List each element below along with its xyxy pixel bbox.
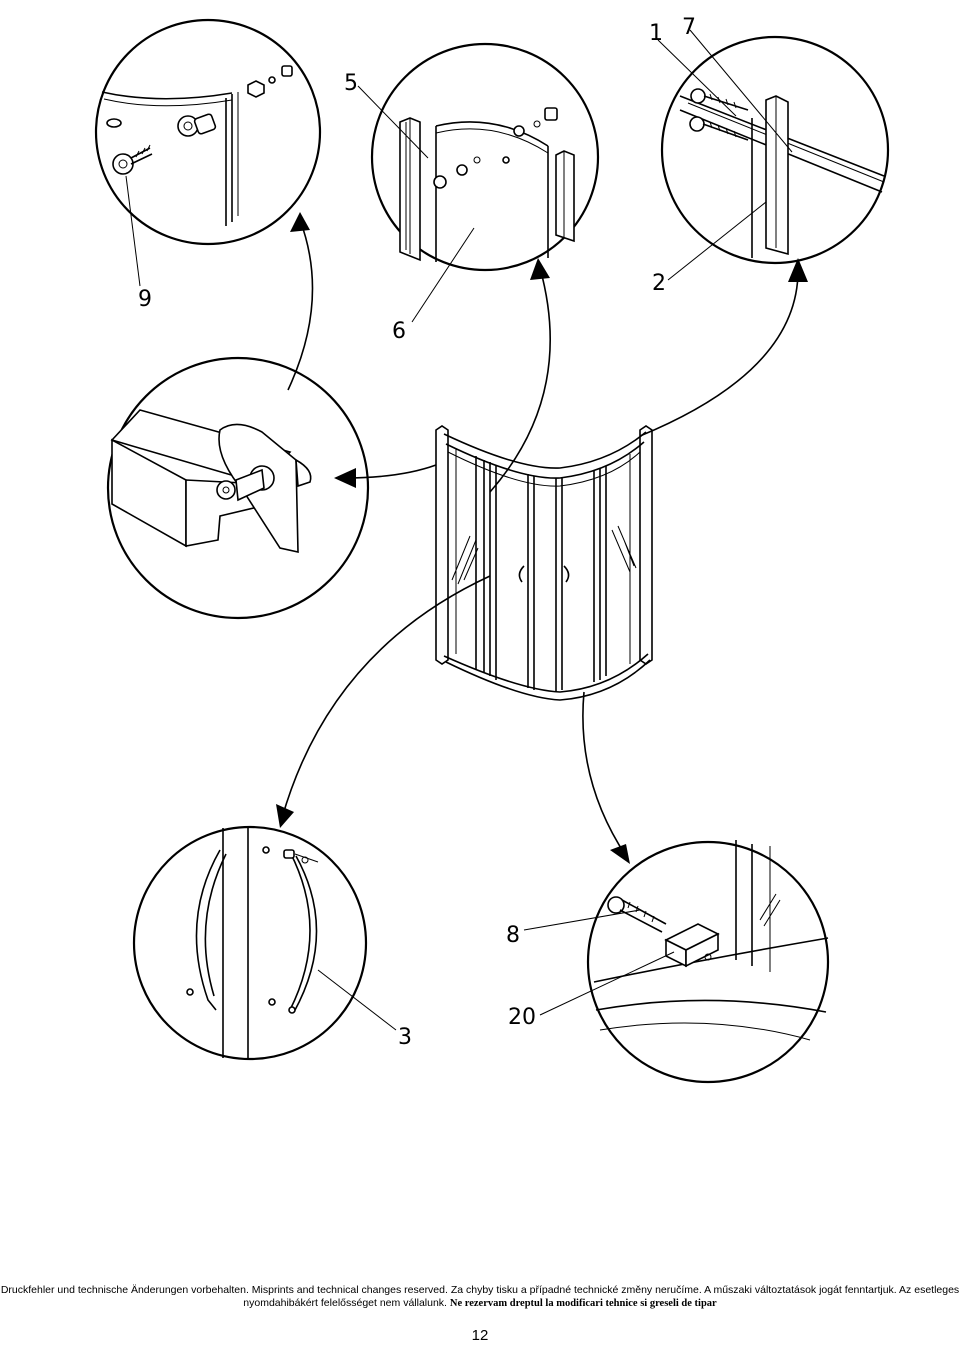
callout-2: 2 [652, 271, 666, 296]
footer-disclaimer: Druckfehler und technische Änderungen vo… [0, 1284, 960, 1310]
detail-circle-profiles [370, 42, 600, 272]
callout-20: 20 [508, 1005, 536, 1030]
page-number: 12 [471, 1327, 489, 1344]
callout-8: 8 [506, 923, 520, 948]
callout-3: 3 [398, 1025, 412, 1050]
detail-circle-wall-profile [660, 35, 890, 265]
callout-1: 1 [649, 21, 663, 46]
disclaimer-text-romanian: Ne rezervam dreptul la modificari tehnic… [449, 1298, 717, 1309]
detail-circle-roller [106, 356, 370, 620]
detail-circle-floor-anchor [586, 840, 830, 1084]
callout-7: 7 [682, 15, 696, 40]
assembly-diagram: 1 7 5 9 6 2 8 20 3 [94, 15, 890, 1084]
connector-arrows [276, 212, 808, 864]
leader-lines [125, 29, 793, 1031]
callout-labels: 1 7 5 9 6 2 8 20 3 [138, 15, 696, 1050]
detail-circle-wall-screw [94, 18, 322, 246]
callout-9: 9 [138, 287, 152, 312]
callout-6: 6 [392, 319, 406, 344]
detail-circle-handles [132, 825, 368, 1061]
disclaimer-text: Druckfehler und technische Änderungen vo… [0, 1284, 960, 1309]
shower-enclosure [435, 425, 653, 701]
callout-5: 5 [344, 71, 358, 96]
